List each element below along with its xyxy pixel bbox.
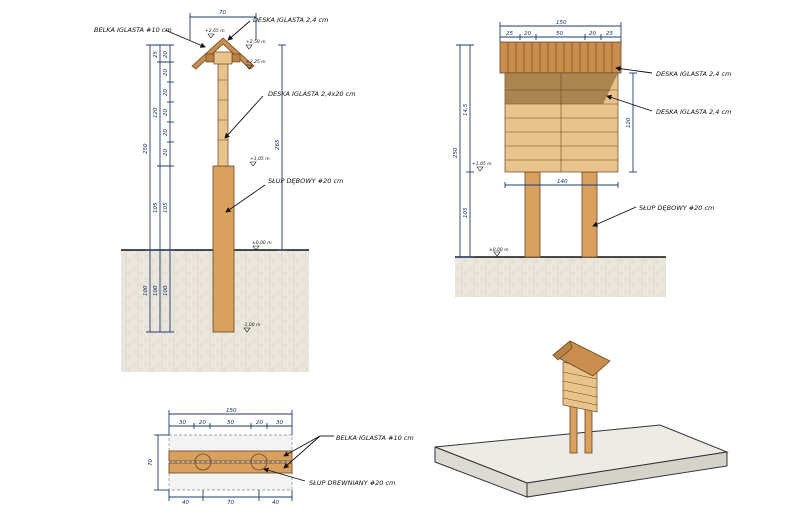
front-dim-145: 14,5 [463, 103, 469, 116]
front-dim-250: 250 [453, 147, 459, 158]
side-dim-100a: 100 [143, 285, 149, 296]
plan-bot-2: 70 [227, 500, 234, 506]
front-seg-4: 20 [589, 31, 596, 37]
plan-label-post: SŁUP DREWNIANY #20 cm [309, 479, 395, 487]
ground-section-front [455, 257, 666, 297]
oak-post [212, 165, 235, 333]
plan-seg-5: 30 [276, 420, 283, 426]
side-dim-250: 250 [143, 143, 149, 154]
plan-seg-2: 20 [199, 420, 206, 426]
front-elev-0: ±0,00 m [489, 247, 509, 253]
front-elev-105: +1,05 m [472, 161, 492, 167]
plan-outline [168, 434, 293, 491]
elev-250: +2,50 m [246, 39, 266, 45]
label-post-side: SŁUP DĘBOWY #20 cm [268, 177, 343, 185]
front-seg-2: 20 [524, 31, 531, 37]
iso-post-right [584, 404, 593, 454]
side-board [217, 61, 229, 167]
label-beam: BELKA IGLASTA #10 cm [94, 26, 172, 34]
side-dim-100c: 100 [163, 285, 169, 296]
plan-top-total: 150 [226, 408, 237, 414]
elev-bottom: -1,00 m [243, 322, 261, 328]
plan-post-left [194, 453, 212, 471]
plan-post-right [250, 453, 268, 471]
side-dim-105a: 105 [153, 202, 159, 213]
side-view: 70 BELKA IGLASTA #10 cm DESKA IGLASTA 2,… [94, 10, 355, 372]
elev-0: ±0,00 m [252, 240, 272, 246]
front-label-board-1: DESKA IGLASTA 2,4 cm [656, 70, 731, 78]
plan-seg-3: 50 [227, 420, 234, 426]
front-top-total: 150 [556, 20, 567, 26]
front-seg-3: 50 [556, 31, 563, 37]
front-view: 150 25 20 50 20 25 140 250 14,5 105 120 … [453, 20, 731, 297]
side-dim-20f: 20 [163, 149, 169, 156]
front-seg-5: 25 [606, 31, 613, 37]
plan-view: 150 30 20 50 20 30 40 70 40 70 BELKA IGL… [148, 408, 414, 506]
front-label-post: SŁUP DĘBOWY #20 cm [639, 204, 714, 212]
side-dim-20c: 20 [163, 89, 169, 96]
isometric-view [434, 340, 729, 498]
plan-beam-top [168, 450, 293, 462]
label-board-top: DESKA IGLASTA 2,4 cm [253, 16, 328, 24]
side-dim-20a: 20 [163, 51, 169, 58]
elev-top: +2,65 m [205, 28, 225, 34]
front-seg-1: 25 [506, 31, 513, 37]
label-board-side: DESKA IGLASTA 2,4x20 cm [268, 90, 355, 98]
side-dim-25: 25 [153, 51, 159, 58]
plan-bot-3: 40 [272, 500, 279, 506]
side-dim-120: 120 [153, 107, 159, 118]
side-dim-20d: 20 [163, 109, 169, 116]
plan-label-beam: BELKA IGLASTA #10 cm [336, 434, 414, 442]
plan-bot-1: 40 [182, 500, 189, 506]
elev-225: +2,25 m [246, 59, 266, 65]
front-label-board-2: DESKA IGLASTA 2,4 cm [656, 108, 731, 116]
front-roof [499, 41, 622, 74]
plan-beam-bottom [168, 462, 293, 474]
side-dim-265: 265 [275, 139, 281, 150]
side-dim-20b: 20 [163, 69, 169, 76]
front-dim-105: 105 [463, 207, 469, 218]
elev-105: +1,05 m [250, 156, 270, 162]
side-dim-20e: 20 [163, 129, 169, 136]
plan-seg-1: 30 [179, 420, 186, 426]
roof-side [191, 37, 255, 70]
side-top-dim: 70 [219, 10, 226, 16]
front-dim-120: 120 [626, 117, 632, 128]
side-dim-100b: 100 [153, 285, 159, 296]
plan-left-dim: 70 [148, 459, 154, 466]
side-dim-105b: 105 [163, 202, 169, 213]
front-dim-140: 140 [557, 179, 568, 185]
plan-seg-4: 20 [256, 420, 263, 426]
iso-post-left [569, 404, 578, 454]
